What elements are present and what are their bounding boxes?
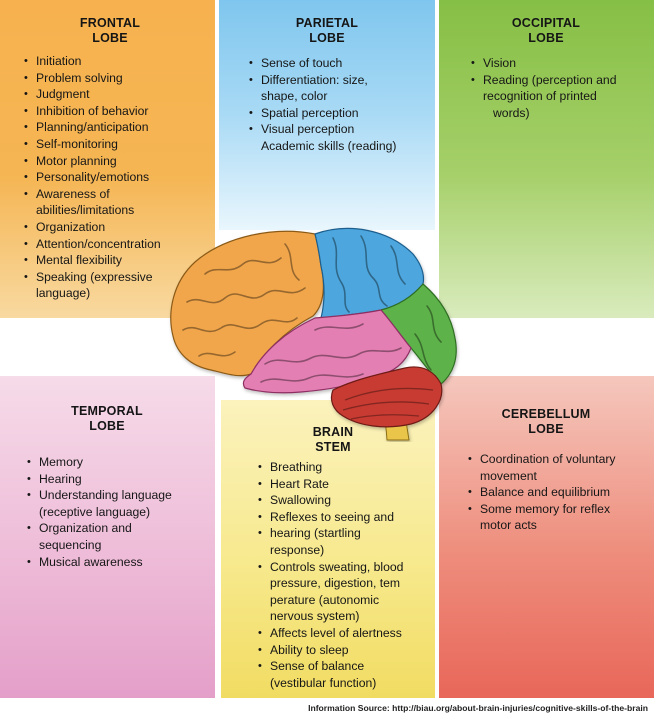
list-item: Reading (perception and [471,72,653,89]
list-item: words) [493,105,530,120]
list-item: Sense of touch [249,55,434,72]
list-item: sequencing [39,537,102,552]
brain-folds [182,235,442,383]
temporal-lobe-title: TEMPORAL LOBE [37,404,177,434]
list-item: Memory [27,454,215,471]
list-item: Self-monitoring [24,136,214,153]
list-item: Swallowing [258,492,436,509]
list-item: Hearing [27,471,215,488]
list-item: Spatial perception [249,105,434,122]
cerebellum-lobe-title: CEREBELLUM LOBE [476,407,616,437]
list-item: Academic skills (reading) [261,138,397,153]
cerebellum-lobe-panel [439,376,654,698]
list-item: Balance and equilibrium [468,484,653,501]
information-source: Information Source: http://biau.org/abou… [308,703,648,713]
list-item: recognition of printed [483,89,597,104]
frontal-lobe-list: Initiation Problem solving Judgment Inhi… [24,53,214,302]
list-item: movement [480,468,537,483]
list-item: (vestibular function) [270,675,377,690]
parietal-lobe-list: Sense of touch Differentiation: size, sh… [249,55,434,155]
list-item: Speaking (expressive [24,269,214,286]
list-item: abilities/limitations [36,203,135,218]
list-item: Vision [471,55,653,72]
parietal-title-line2: LOBE [309,31,345,45]
brainstem-title-line1: BRAIN [312,425,354,439]
parietal-lobe-title: PARIETAL LOBE [257,16,397,46]
list-item: Musical awareness [27,554,215,571]
list-item: Organization [24,219,214,236]
occipital-lobe-list: Vision Reading (perception and recogniti… [471,55,653,121]
cerebellum-folds [342,387,434,420]
cerebellum-title-line2: LOBE [528,422,564,436]
list-item: nervous system) [270,609,360,624]
list-item: Understanding language [27,487,215,504]
frontal-lobe-title: FRONTAL LOBE [40,16,180,46]
list-item: shape, color [261,89,328,104]
temporal-lobe-region [242,309,412,394]
list-item: Affects level of alertness [258,625,436,642]
temporal-lobe-panel [0,376,215,698]
occipital-lobe-panel [439,0,654,318]
list-item: Sense of balance [258,658,436,675]
list-item: (receptive language) [39,504,151,519]
occipital-lobe-region [379,283,457,385]
list-item: Differentiation: size, [249,72,434,89]
list-item: Ability to sleep [258,642,436,659]
list-item: Visual perception [249,121,434,138]
occipital-title-line2: LOBE [528,31,564,45]
list-item: Initiation [24,53,214,70]
frontal-title-line1: FRONTAL [79,16,141,30]
brain-stem-title: BRAIN STEM [263,425,403,455]
list-item: Personality/emotions [24,169,214,186]
list-item: perature (autonomic [270,592,380,607]
list-item: Heart Rate [258,476,436,493]
list-item: Breathing [258,459,436,476]
brain-illustration [170,227,457,441]
temporal-title-line1: TEMPORAL [71,404,143,418]
brainstem-title-line2: STEM [315,440,351,454]
list-item: motor acts [480,518,537,533]
list-item: Organization and [27,520,215,537]
list-item: Planning/anticipation [24,119,214,136]
list-item: Inhibition of behavior [24,103,214,120]
list-item: Controls sweating, blood [258,559,436,576]
list-item: Some memory for reflex [468,501,653,518]
list-item: pressure, digestion, tem [270,576,401,591]
frontal-title-line2: LOBE [92,31,128,45]
list-item: Judgment [24,86,214,103]
list-item: Awareness of [24,186,214,203]
temporal-title-line2: LOBE [89,419,125,433]
cerebellum-region [330,366,443,428]
list-item: Motor planning [24,153,214,170]
temporal-lobe-list: Memory Hearing Understanding language (r… [27,454,215,570]
list-item: Mental flexibility [24,252,214,269]
list-item: response) [270,542,325,557]
brain-stem-list: Breathing Heart Rate Swallowing Reflexes… [258,459,436,691]
occipital-title-line1: OCCIPITAL [511,16,581,30]
cerebellum-title-line1: CEREBELLUM [501,407,591,421]
list-item: Problem solving [24,70,214,87]
cerebellum-lobe-list: Coordination of voluntary movement Balan… [468,451,653,534]
list-item: language) [36,286,91,301]
list-item: Attention/concentration [24,236,214,253]
list-item: Coordination of voluntary [468,451,653,468]
list-item: hearing (startling [258,525,436,542]
list-item: Reflexes to seeing and [258,509,436,526]
occipital-lobe-title: OCCIPITAL LOBE [476,16,616,46]
parietal-title-line1: PARIETAL [295,16,359,30]
